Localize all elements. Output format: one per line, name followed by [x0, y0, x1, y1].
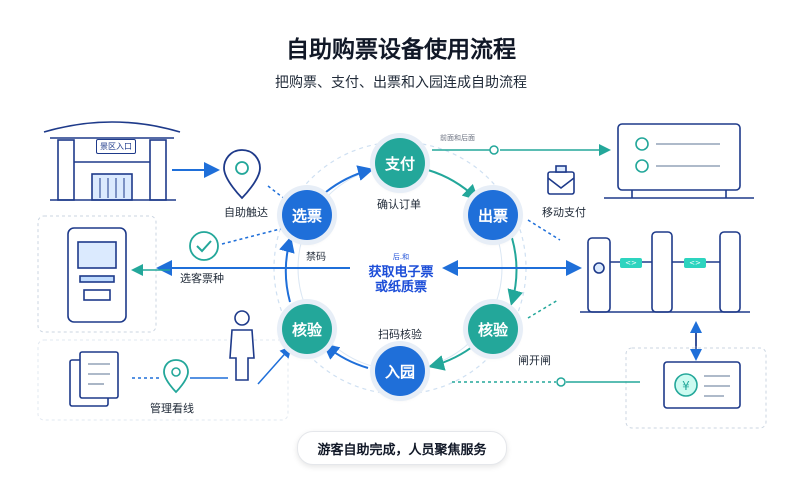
- person-to-verify-arrow: [257, 345, 292, 385]
- node-verify-right: 核验: [468, 304, 518, 354]
- kiosk-icon: [67, 227, 127, 323]
- mobile-pay-icon: [547, 165, 575, 195]
- gate-tag-right: <>: [684, 258, 706, 268]
- gate-tag-left: <>: [620, 258, 642, 268]
- verify-to-gate-line: [527, 299, 559, 319]
- arrow-issue-verify: [507, 237, 523, 306]
- monitor-screen-icon: [604, 123, 754, 199]
- label-manage: 管理看线: [150, 402, 194, 415]
- pay-screen-dot: [489, 145, 499, 155]
- page-subtitle: 把购票、支付、出票和入园连成自助流程: [275, 75, 527, 91]
- arrow-enter-verify: [322, 343, 369, 369]
- label-confirm-order: 确认订单: [377, 198, 421, 211]
- label-gate-open: 闸开闸: [518, 354, 551, 367]
- receipt-icon: [663, 361, 741, 409]
- arrow-verify-select: [279, 236, 295, 303]
- node-enter: 入园: [375, 346, 425, 396]
- right-bottom-panel: [625, 347, 767, 429]
- label-self-arrive: 自助触达: [224, 206, 268, 219]
- label-visitor-select: 选客票种: [180, 272, 224, 285]
- pin-to-select-line: [267, 185, 287, 201]
- center-line-2: 或纸质票: [374, 280, 427, 295]
- bottom-summary-pill: 游客自助完成，人员聚焦服务: [297, 431, 507, 465]
- issue-to-gate-line: [527, 219, 561, 241]
- node-pay: 支付: [375, 138, 425, 188]
- label-mobile-pay: 移动支付: [542, 206, 586, 219]
- check-to-select-line: [221, 227, 285, 245]
- center-line-1: 获取电子票: [368, 265, 434, 280]
- staff-person-icon: [229, 310, 255, 381]
- center-small-label: 后.和: [392, 253, 410, 261]
- page-title: 自助购票设备使用流程: [286, 37, 516, 63]
- arrow-pay-issue: [427, 169, 479, 201]
- turnstile-gate-icon: [580, 231, 750, 313]
- document-icon: [69, 351, 119, 407]
- location-pin-icon: [223, 149, 261, 200]
- label-swipe: 禁码: [306, 252, 326, 263]
- tiny-top-label: 前面和后面: [440, 134, 475, 142]
- node-issue: 出票: [468, 190, 518, 240]
- arrow-select-pay: [325, 165, 374, 193]
- check-circle-icon: [189, 231, 219, 261]
- node-verify-left: 核验: [282, 304, 332, 354]
- label-scan-verify: 扫码核验: [378, 328, 422, 341]
- location-pin-bottom-icon: [163, 359, 189, 394]
- center-text: 后.和 获取电子票 或纸质票: [356, 250, 446, 295]
- yuan-symbol-icon: ¥: [682, 379, 690, 393]
- scenic-gate-icon: [43, 121, 181, 201]
- scenic-gate-sign: 景区入口: [96, 139, 136, 154]
- node-select: 选票: [282, 190, 332, 240]
- bottom-right-dot: [556, 377, 566, 387]
